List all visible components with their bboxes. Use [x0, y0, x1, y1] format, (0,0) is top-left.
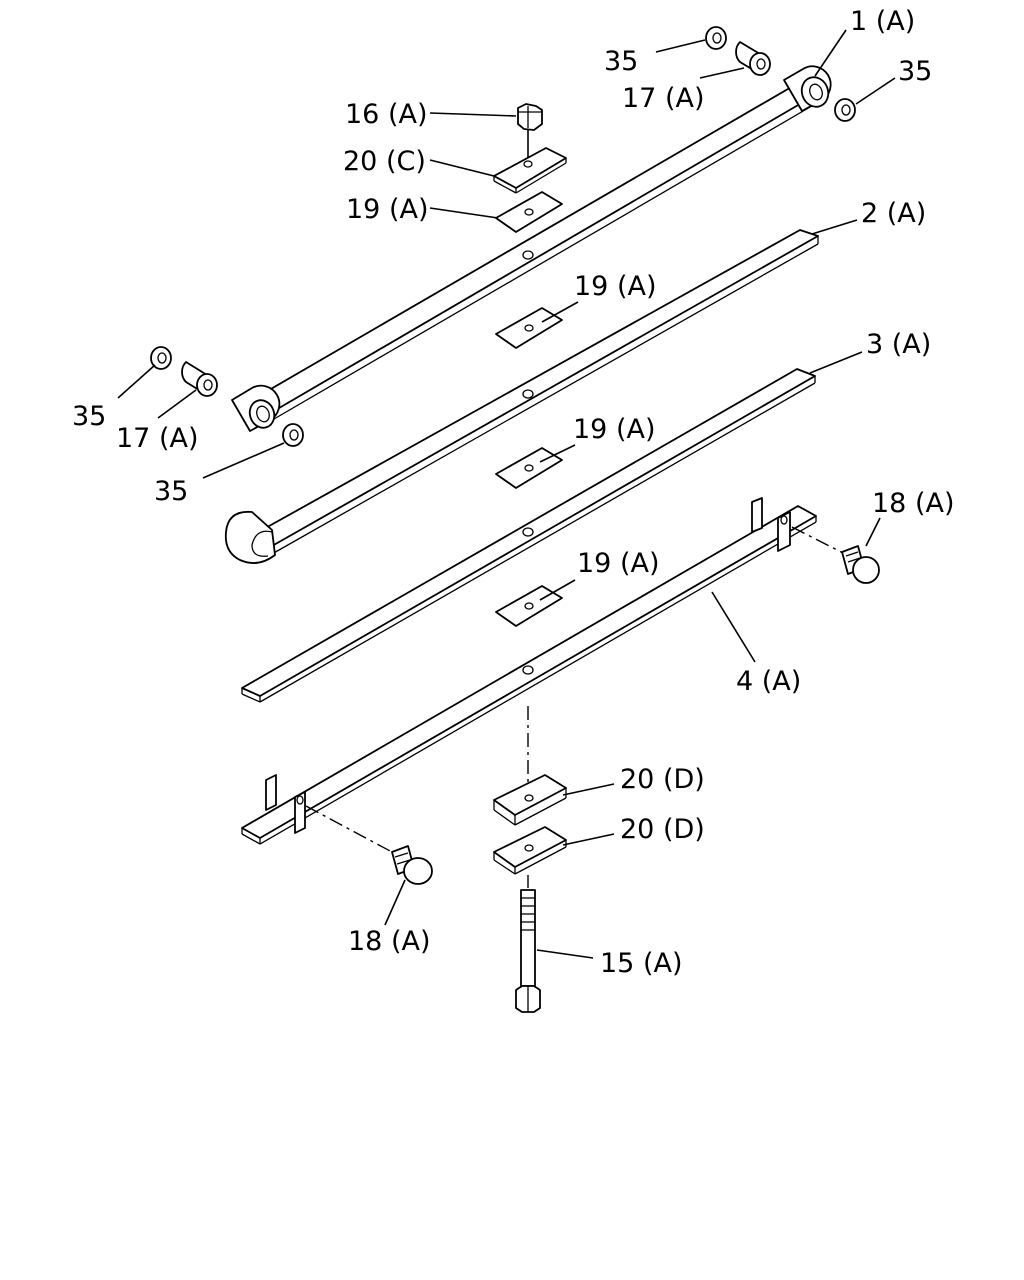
bushing-17a-left-icon [181, 361, 218, 397]
label-19a-1: 19 (A) [346, 194, 428, 225]
label-35-left: 35 [72, 401, 106, 432]
label-16a: 16 (A) [345, 99, 427, 130]
washer-35-left-icon [150, 346, 172, 370]
leader-lines [117, 29, 896, 959]
pad-19a-2-icon [495, 307, 563, 349]
leaf-4 [241, 497, 817, 845]
label-18a-right: 18 (A) [872, 488, 954, 519]
washer-35-right-icon [834, 98, 856, 122]
leaf-3 [241, 368, 816, 703]
label-19a-4: 19 (A) [577, 548, 659, 579]
label-19a-3: 19 (A) [573, 414, 655, 445]
plate-20d-2-icon [493, 826, 567, 875]
leaf-1-main [231, 65, 832, 432]
pad-19a-1-icon [495, 191, 563, 233]
label-20c: 20 (C) [343, 146, 426, 177]
nut-16a-icon [517, 103, 543, 131]
label-15a: 15 (A) [600, 948, 682, 979]
plate-20c-icon [493, 147, 567, 194]
center-bolt-15a-icon [515, 875, 541, 1013]
washer-35-top-icon [705, 26, 727, 50]
washer-35-bottom-icon [282, 423, 304, 447]
pad-19a-4-icon [495, 585, 563, 627]
label-2a: 2 (A) [861, 198, 926, 229]
label-18a-left: 18 (A) [348, 926, 430, 957]
label-35-right: 35 [898, 56, 932, 87]
bushing-17a-top-icon [735, 41, 771, 76]
label-19a-2: 19 (A) [574, 271, 656, 302]
label-20d-1: 20 (D) [620, 764, 705, 795]
label-17a-left: 17 (A) [116, 423, 198, 454]
label-20d-2: 20 (D) [620, 814, 705, 845]
pad-19a-3-icon [495, 447, 563, 489]
label-4a: 4 (A) [736, 666, 801, 697]
clip-bolt-18a-left-icon [305, 805, 433, 885]
label-1a: 1 (A) [850, 6, 915, 37]
label-35-bottom: 35 [154, 476, 188, 507]
label-17a-top: 17 (A) [622, 83, 704, 114]
plate-20d-1-icon [493, 774, 567, 826]
leaf-2 [224, 229, 819, 564]
label-3a: 3 (A) [866, 329, 931, 360]
clip-bolt-18a-right-icon [791, 526, 880, 584]
label-35-top: 35 [604, 46, 638, 77]
